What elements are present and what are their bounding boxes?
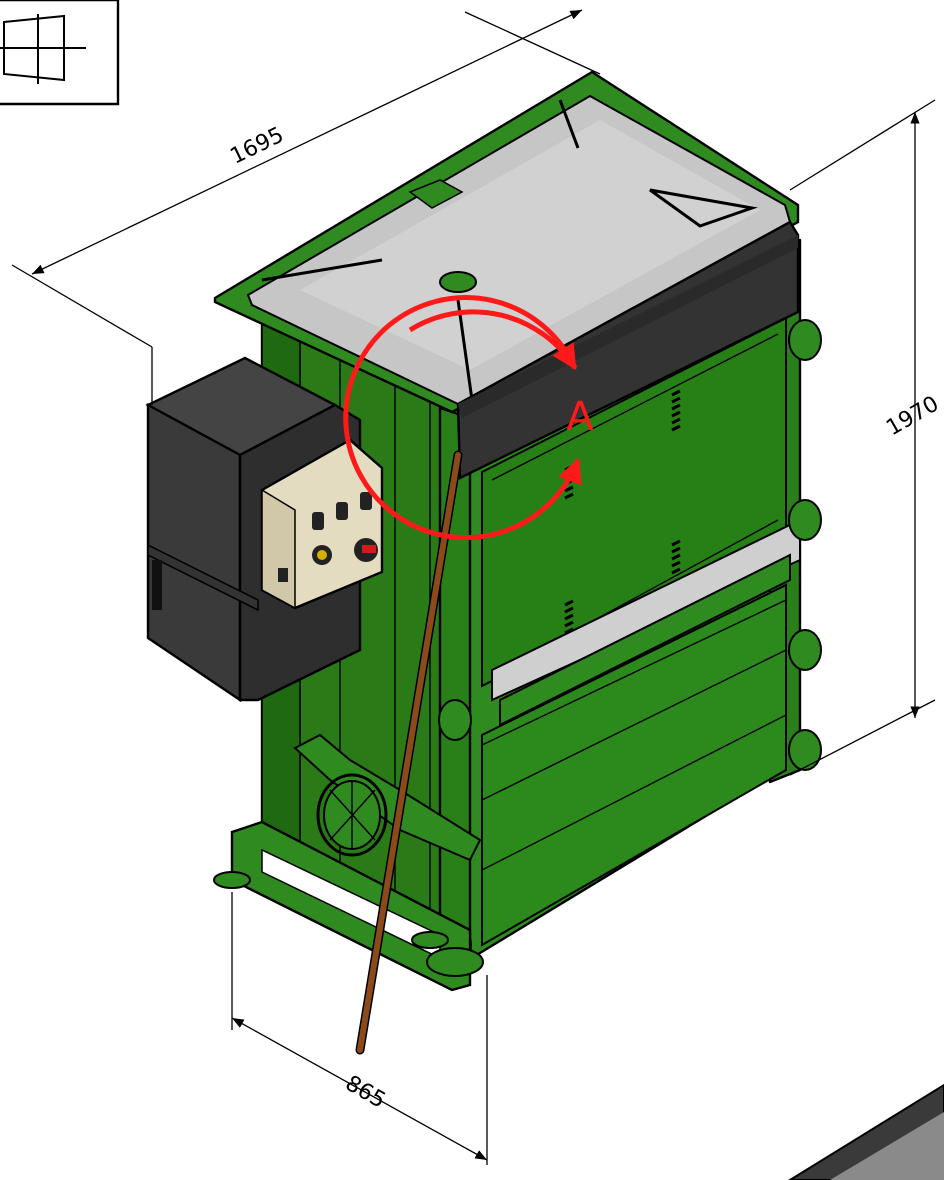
third-angle-projection-icon [0, 0, 120, 106]
dimension-width [231, 892, 488, 1165]
dimension-width-label: 865 [341, 1071, 390, 1114]
lower-door [481, 583, 787, 947]
dimension-height-label: 1970 [882, 392, 943, 442]
detail-callout-label: A [566, 394, 594, 440]
hand-wheel [293, 733, 482, 862]
dimension-height [789, 99, 936, 776]
baler-machine [145, 70, 822, 1055]
dimension-depth-label: 1695 [227, 123, 288, 170]
detail-callout-circle [343, 295, 582, 541]
latch-bar [491, 518, 801, 702]
dimension-depth [11, 9, 601, 405]
